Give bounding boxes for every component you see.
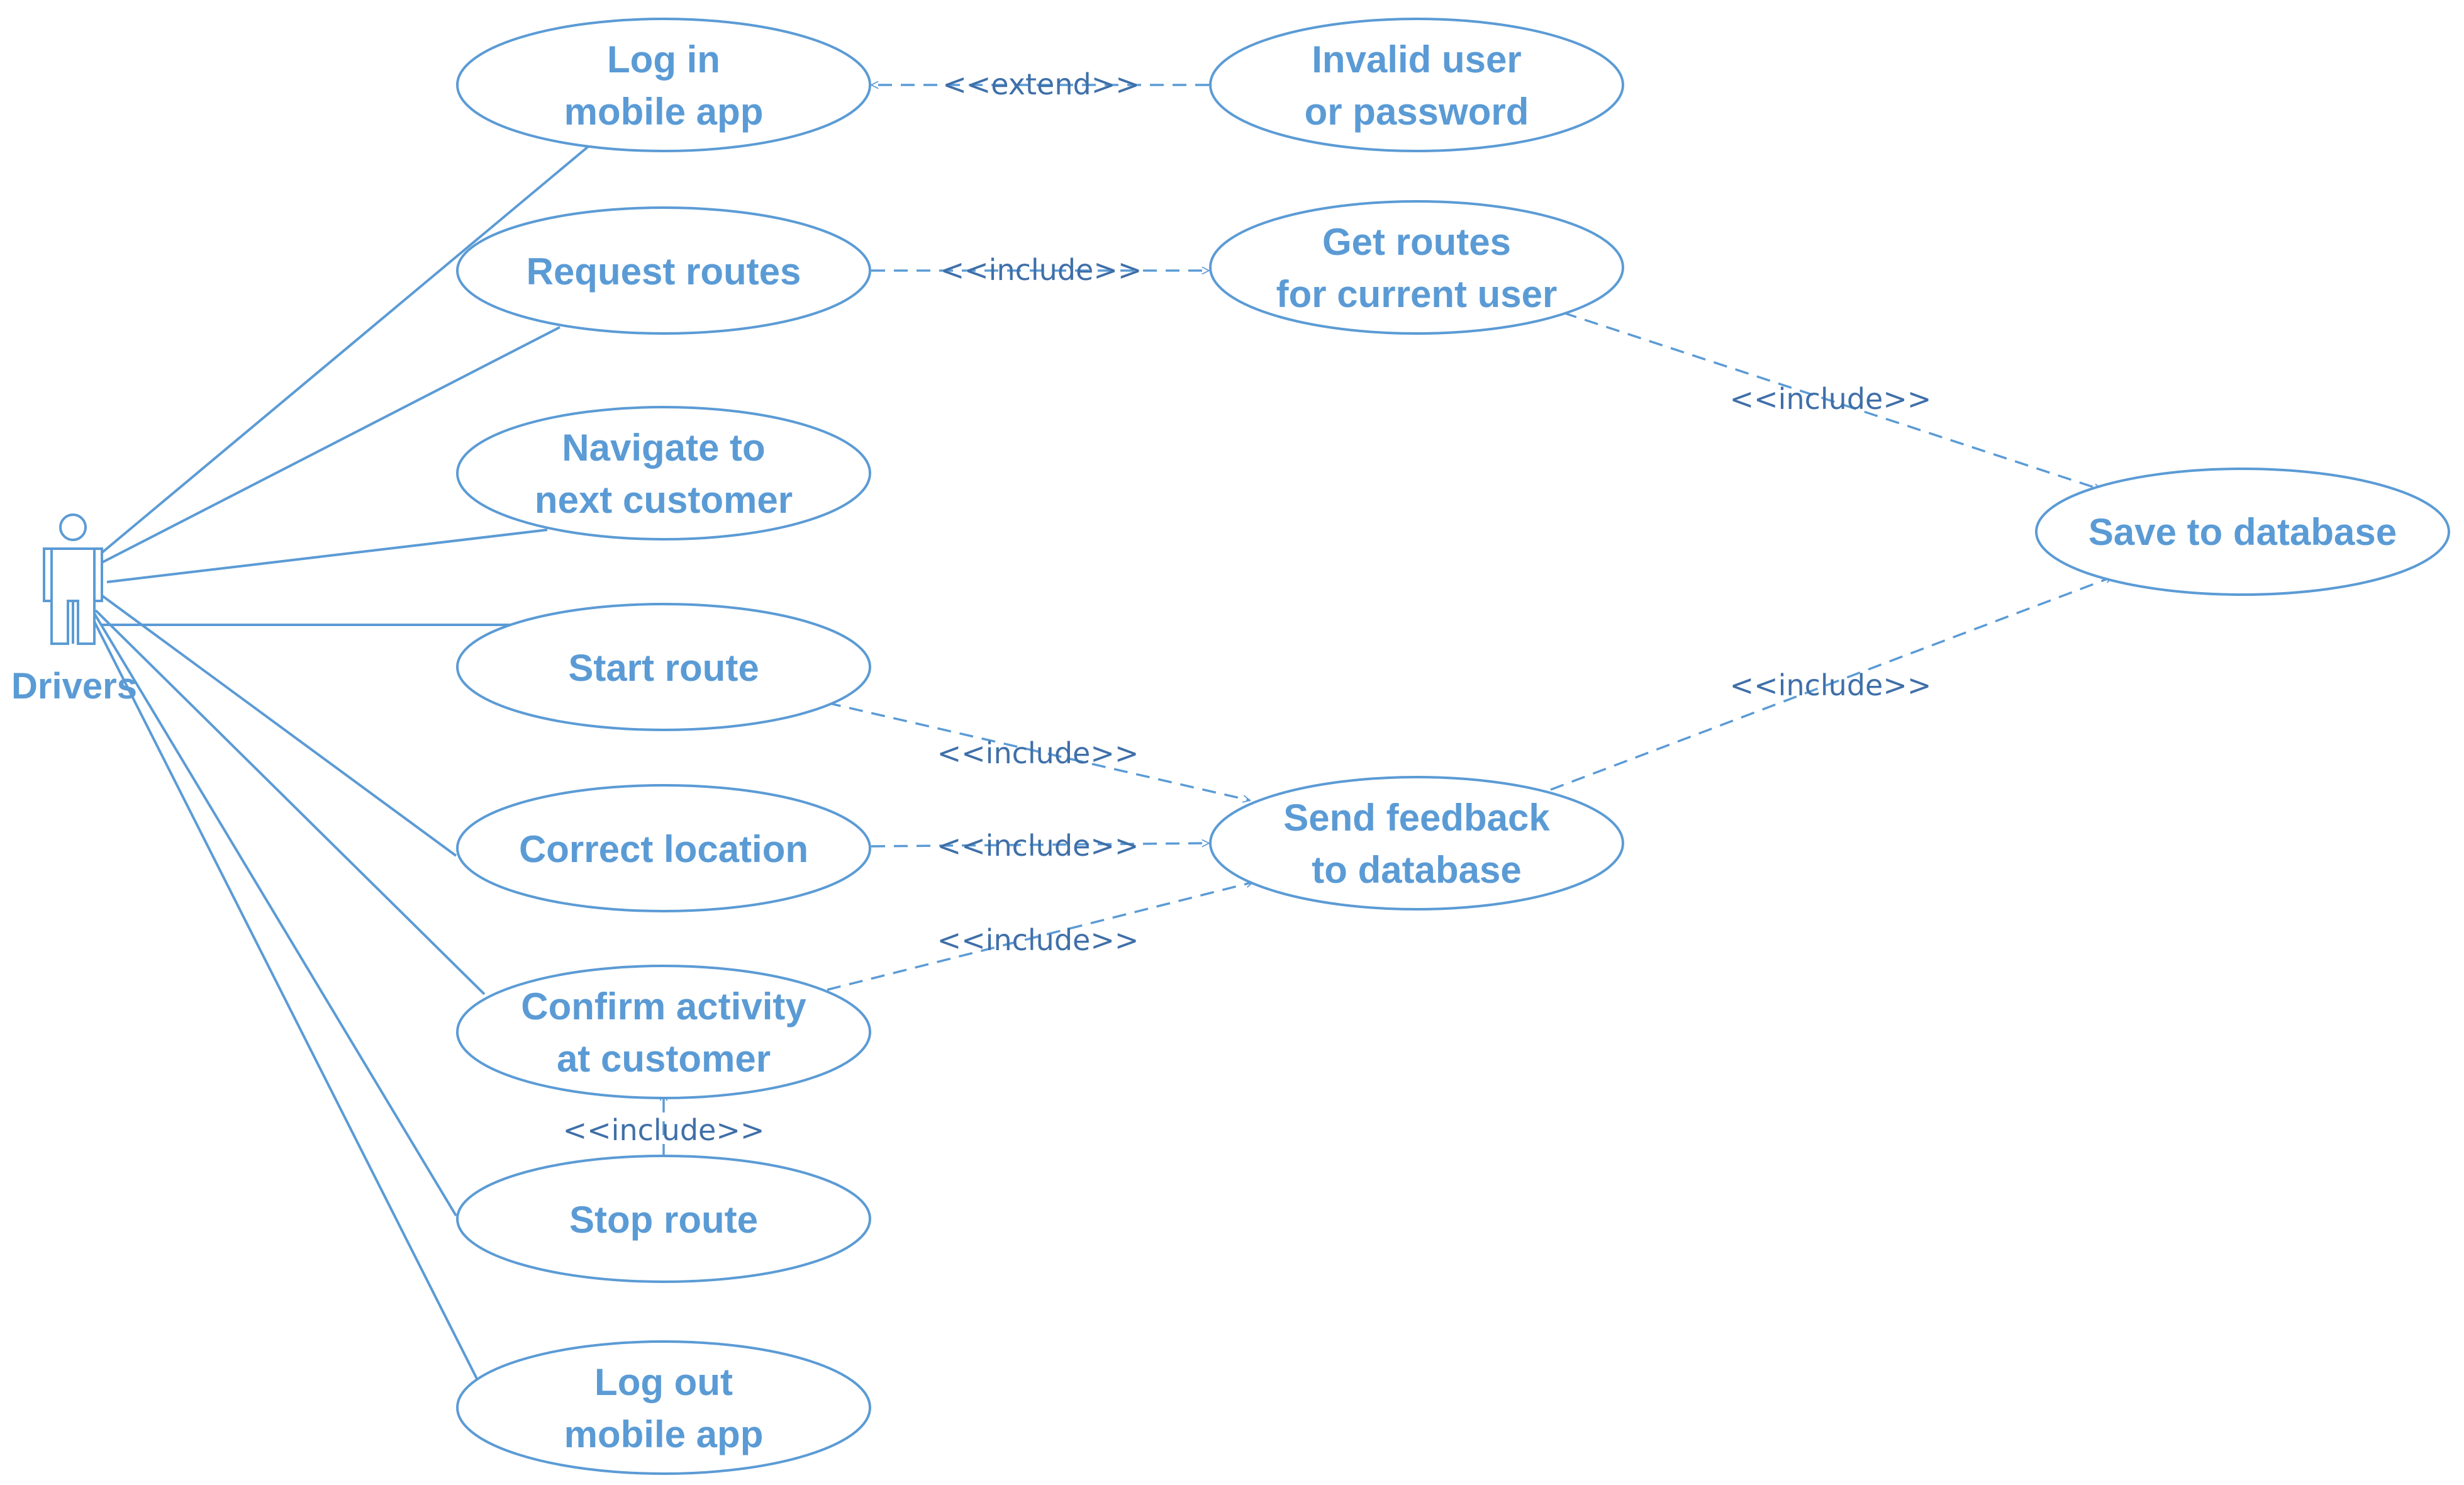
use-case-login: Log in mobile app [456, 18, 871, 152]
actor-drivers: Drivers [11, 513, 137, 707]
use-case-label: for current user [1276, 273, 1558, 315]
use-case-label: Confirm activity [521, 985, 806, 1028]
label-include: <<include>> [937, 829, 1139, 863]
use-case-shape [456, 603, 871, 731]
use-case-label: Log out [594, 1361, 733, 1403]
assoc-logout [90, 615, 479, 1382]
use-case-shape [456, 965, 871, 1099]
label-include: <<include>> [937, 923, 1139, 957]
label-include: <<include>> [1730, 668, 1932, 702]
use-case-start-route: Start route [456, 603, 871, 731]
label-include: <<include>> [937, 736, 1139, 770]
use-case-label: Send feedback [1283, 797, 1550, 839]
use-case-shape [456, 18, 871, 152]
actor-label: Drivers [11, 666, 137, 707]
use-case-shape [1209, 200, 1624, 335]
dependency-labels: <<extend>> <<include>> <<include>> <<inc… [563, 67, 1932, 1147]
include-correct-to-feedback [871, 843, 1209, 848]
include-confirm-to-feedback [827, 882, 1253, 991]
use-case-logout: Log out mobile app [456, 1340, 871, 1475]
assoc-correct-location [99, 593, 457, 857]
use-case-shape [456, 206, 871, 335]
label-include: <<include>> [563, 1113, 765, 1147]
use-case-label: Stop route [569, 1199, 758, 1241]
use-case-label: Invalid user [1312, 38, 1521, 81]
actor-icon [43, 513, 103, 645]
use-case-correct-location: Correct location [456, 784, 871, 912]
use-case-label: mobile app [564, 1413, 764, 1455]
use-case-label: mobile app [564, 91, 764, 133]
use-case-send-feedback: Send feedback to database [1209, 776, 1624, 911]
use-case-label: Get routes [1322, 221, 1511, 263]
use-case-label: Log in [607, 38, 720, 81]
use-case-navigate: Navigate to next customer [456, 406, 871, 541]
use-case-label: Correct location [519, 828, 808, 870]
use-case-label: Start route [568, 647, 759, 689]
dependencies [664, 85, 2112, 1158]
use-case-shape [456, 1155, 871, 1283]
use-case-shape [2035, 468, 2450, 596]
assoc-request-routes [100, 326, 560, 564]
use-case-label: or password [1305, 91, 1529, 133]
label-include: <<include>> [940, 253, 1142, 287]
use-case-shape [1209, 18, 1624, 152]
use-case-stop-route: Stop route [456, 1155, 871, 1283]
assoc-stop-route [93, 612, 457, 1217]
assoc-login [99, 145, 589, 555]
include-feedback-to-save [1550, 577, 2112, 791]
include-start-to-feedback [827, 702, 1250, 800]
use-case-label: to database [1312, 849, 1521, 891]
include-get-routes-to-save [1563, 311, 2101, 490]
use-case-save-to-database: Save to database [2035, 468, 2450, 596]
use-case-shape [456, 1340, 871, 1475]
label-extend: <<extend>> [942, 67, 1140, 101]
use-case-shape [456, 784, 871, 912]
use-case-get-routes: Get routes for current user [1209, 200, 1624, 335]
use-case-label: at customer [557, 1038, 771, 1080]
assoc-confirm-activity [94, 609, 486, 995]
use-case-label: Save to database [2088, 511, 2397, 553]
use-case-request-routes: Request routes [456, 206, 871, 335]
use-case-invalid-user: Invalid user or password [1209, 18, 1624, 152]
use-case-shape [1209, 776, 1624, 911]
use-case-confirm-activity: Confirm activity at customer [456, 965, 871, 1099]
use-case-label: next customer [535, 479, 793, 521]
use-case-shape [456, 406, 871, 541]
associations [90, 145, 589, 1382]
label-include: <<include>> [1730, 382, 1932, 416]
use-case-label: Request routes [527, 250, 801, 293]
assoc-navigate [106, 529, 548, 583]
use-case-label: Navigate to [562, 427, 765, 469]
